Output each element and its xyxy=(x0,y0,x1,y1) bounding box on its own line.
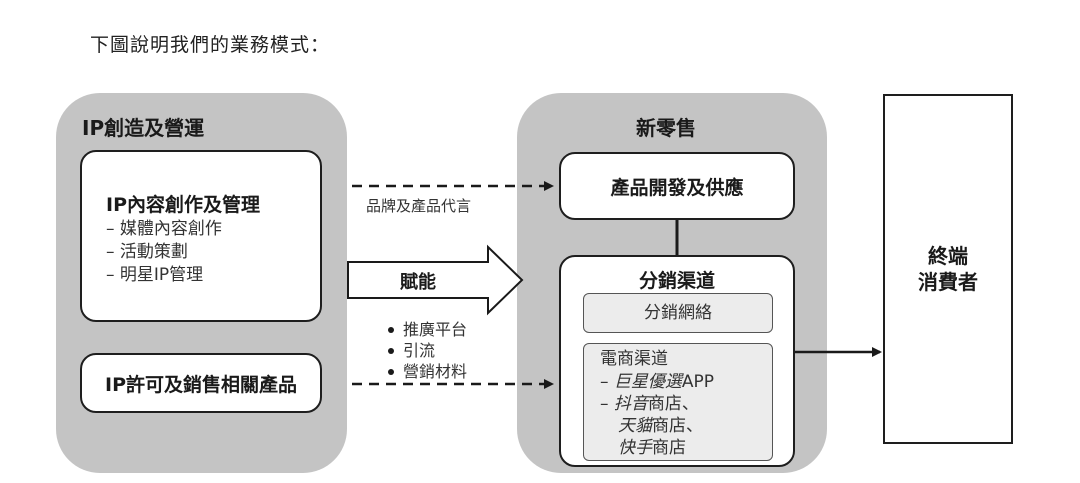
diagram-caption: 下圖說明我們的業務模式： xyxy=(90,34,331,56)
distribution-box: 分銷渠道 分銷網絡 電商渠道 – 巨星優選APP – 抖音商店、 天貓商店、 快… xyxy=(559,255,795,467)
endorsement-label: 品牌及產品代言 xyxy=(366,197,472,215)
bullet-item: 營銷材料 xyxy=(403,362,468,381)
ecommerce-box: 電商渠道 – 巨星優選APP – 抖音商店、 天貓商店、 快手商店 xyxy=(583,343,773,461)
new-retail-title: 新零售 xyxy=(636,116,696,140)
bullet-dot xyxy=(388,369,394,375)
empower-block-arrow xyxy=(347,244,524,316)
ip-content-box: IP內容創作及管理 – 媒體內容創作 – 活動策劃 – 明星IP管理 xyxy=(80,150,322,322)
ecommerce-line: 天貓商店、 xyxy=(618,416,703,436)
ip-content-title: IP內容創作及管理 xyxy=(106,194,260,216)
distribution-title: 分銷渠道 xyxy=(638,270,715,292)
ecommerce-title: 電商渠道 xyxy=(600,349,668,369)
end-consumer-label: 終端 消費者 xyxy=(918,244,978,294)
ecommerce-line: – 巨星優選APP xyxy=(600,372,715,392)
empower-label: 賦能 xyxy=(400,272,436,293)
ip-content-item: – 活動策劃 xyxy=(106,242,188,262)
product-dev-box: 產品開發及供應 xyxy=(559,152,795,220)
bullet-item: 推廣平台 xyxy=(403,320,468,339)
bullet-dot xyxy=(388,327,394,333)
ip-content-item: – 媒體內容創作 xyxy=(106,219,222,239)
ip-creation-title: IP創造及營運 xyxy=(82,116,205,140)
ip-licensing-box: IP許可及銷售相關產品 xyxy=(80,353,322,413)
bullet-dot xyxy=(388,348,394,354)
distribution-network-box: 分銷網絡 xyxy=(583,293,773,333)
ecommerce-line: – 抖音商店、 xyxy=(600,394,699,414)
ecommerce-line: 快手商店 xyxy=(618,438,686,458)
ip-content-item: – 明星IP管理 xyxy=(106,265,204,285)
bullet-item: 引流 xyxy=(403,341,436,360)
end-consumer-box: 終端 消費者 xyxy=(883,94,1013,444)
